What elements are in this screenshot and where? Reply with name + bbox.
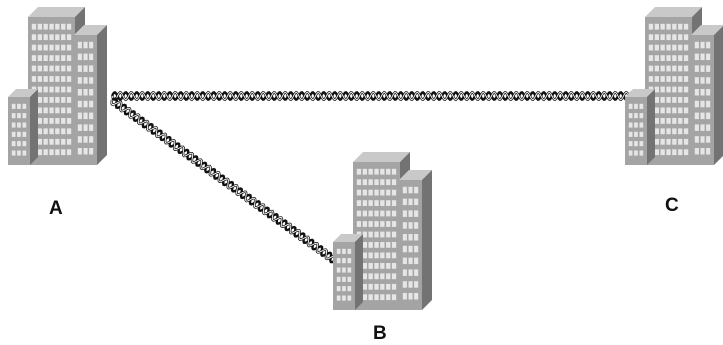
building-b-right-tower xyxy=(399,170,432,310)
building-b xyxy=(333,152,432,310)
building-c-annex xyxy=(625,89,655,165)
building-c-right-tower xyxy=(691,25,723,165)
site-label-b: B xyxy=(373,323,387,344)
building-layer xyxy=(8,7,723,310)
site-label-c: C xyxy=(665,195,679,216)
site-label-a: A xyxy=(49,198,63,219)
building-a-right-tower xyxy=(74,25,107,165)
building-a-annex xyxy=(8,89,38,165)
cable-a-c xyxy=(110,91,642,101)
cable-layer xyxy=(110,91,642,265)
cable-a-b xyxy=(110,97,340,265)
building-b-annex xyxy=(333,234,363,310)
building-a xyxy=(8,7,107,165)
building-c xyxy=(625,7,723,165)
